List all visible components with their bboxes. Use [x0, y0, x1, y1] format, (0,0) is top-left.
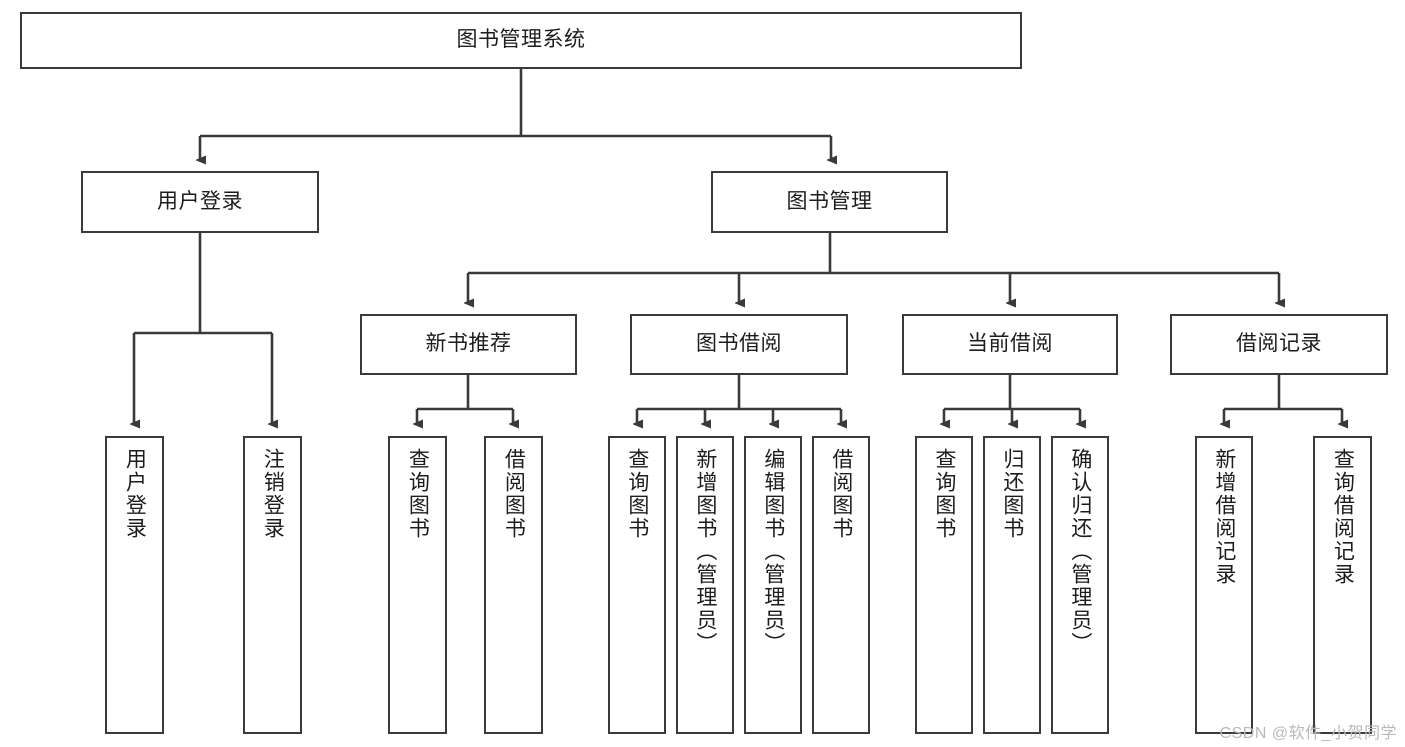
- node-leaf-add-book[interactable]: 新增图书（管理员）: [676, 436, 734, 734]
- node-leaf-query-book-cur-label: 查询图书: [932, 448, 956, 540]
- node-leaf-user-logout[interactable]: 注销登录: [243, 436, 302, 734]
- node-leaf-edit-book-label: 编辑图书（管理员）: [761, 448, 785, 655]
- node-root-label: 图书管理系统: [456, 28, 586, 52]
- node-borrow-record-label: 借阅记录: [1236, 332, 1322, 356]
- node-leaf-return-book[interactable]: 归还图书: [983, 436, 1041, 734]
- node-book-borrow[interactable]: 图书借阅: [630, 314, 848, 375]
- node-leaf-edit-book[interactable]: 编辑图书（管理员）: [744, 436, 802, 734]
- node-leaf-add-record[interactable]: 新增借阅记录: [1195, 436, 1253, 734]
- node-current-borrow-label: 当前借阅: [967, 332, 1053, 356]
- node-leaf-user-login[interactable]: 用户登录: [105, 436, 164, 734]
- node-leaf-confirm-return-label: 确认归还（管理员）: [1068, 448, 1092, 655]
- node-leaf-borrow-book-label: 借阅图书: [829, 448, 853, 540]
- node-user-login[interactable]: 用户登录: [81, 171, 319, 233]
- node-leaf-query-book-label: 查询图书: [625, 448, 649, 540]
- node-leaf-add-book-label: 新增图书（管理员）: [693, 448, 717, 655]
- node-leaf-return-book-label: 归还图书: [1000, 448, 1024, 540]
- node-leaf-query-book-rec-label: 查询图书: [406, 448, 430, 540]
- node-leaf-add-record-label: 新增借阅记录: [1212, 448, 1236, 586]
- node-book-borrow-label: 图书借阅: [696, 332, 782, 356]
- node-leaf-user-logout-label: 注销登录: [261, 448, 285, 540]
- csdn-watermark: CSDN @软件_小贺同学: [1219, 725, 1397, 742]
- node-leaf-query-record-label: 查询借阅记录: [1331, 448, 1355, 586]
- node-leaf-user-login-label: 用户登录: [123, 448, 147, 540]
- node-current-borrow[interactable]: 当前借阅: [902, 314, 1118, 375]
- node-leaf-borrow-book[interactable]: 借阅图书: [812, 436, 870, 734]
- node-leaf-query-book[interactable]: 查询图书: [608, 436, 666, 734]
- node-leaf-query-book-rec[interactable]: 查询图书: [388, 436, 447, 734]
- node-new-book-rec[interactable]: 新书推荐: [360, 314, 577, 375]
- node-leaf-query-book-cur[interactable]: 查询图书: [915, 436, 973, 734]
- node-book-manage-label: 图书管理: [786, 189, 873, 213]
- node-leaf-borrow-book-rec-label: 借阅图书: [502, 448, 526, 540]
- node-book-manage[interactable]: 图书管理: [711, 171, 948, 233]
- node-user-login-label: 用户登录: [157, 189, 243, 213]
- node-leaf-confirm-return[interactable]: 确认归还（管理员）: [1051, 436, 1109, 734]
- node-leaf-query-record[interactable]: 查询借阅记录: [1313, 436, 1372, 734]
- node-borrow-record[interactable]: 借阅记录: [1170, 314, 1388, 375]
- node-root[interactable]: 图书管理系统: [20, 12, 1022, 69]
- node-new-book-rec-label: 新书推荐: [425, 332, 512, 356]
- node-leaf-borrow-book-rec[interactable]: 借阅图书: [484, 436, 543, 734]
